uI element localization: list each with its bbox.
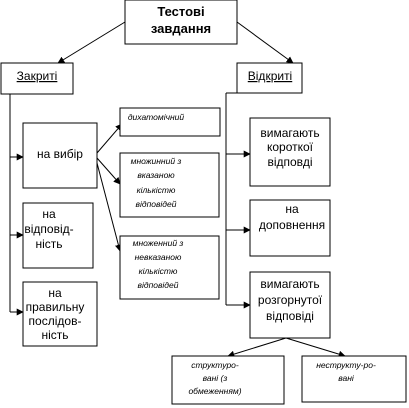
- choice-type-multiple-known-line-2: вказаною: [137, 170, 175, 180]
- open-node: Відкриті: [236, 62, 303, 94]
- closed-item-order: на правильну послідов- ність: [22, 281, 98, 347]
- open-item-extended-line-2: розгорнутої: [258, 293, 323, 307]
- closed-item-order-line-4: ність: [41, 328, 68, 342]
- open-item-extended-line-3: відповіді: [266, 309, 314, 323]
- title-line-1: Тестові: [157, 4, 204, 19]
- extended-type-unstructured-box: [301, 355, 407, 403]
- title-line-2: завдання: [151, 21, 211, 36]
- open-item-extended-box: [249, 271, 331, 339]
- choice-type-multiple-unknown-line-3: кількістю: [139, 266, 178, 276]
- closed-box: [0, 62, 74, 95]
- closed-item-order-box: [22, 281, 98, 347]
- open-item-short-line-2: короткої: [267, 140, 314, 154]
- extended-type-structured: структуро- вані (з обмеженням): [171, 355, 285, 405]
- open-item-short-line-1: вимагають: [260, 126, 319, 140]
- open-item-completion-box: [249, 199, 331, 257]
- extended-type-structured-line-2: вані (з: [203, 373, 228, 383]
- closed-label: Закриті: [17, 69, 58, 83]
- closed-item-choice: на вибір: [22, 122, 98, 189]
- closed-item-match-line-2: відповід-: [24, 222, 73, 236]
- choice-type-multiple-known-box: [119, 152, 220, 218]
- arrow-extended-structured: [227, 337, 287, 358]
- open-item-short: вимагають короткої відповді: [249, 117, 331, 187]
- connectors: [9, 21, 346, 358]
- open-item-extended-line-1: вимагають: [260, 277, 319, 291]
- choice-type-multiple-unknown: множенний з невказаною кількістю відпові…: [119, 235, 220, 300]
- open-item-completion-line-1: на: [285, 202, 299, 216]
- closed-item-choice-box: [22, 122, 98, 189]
- extended-type-unstructured-line-1: неструкту-ро-: [316, 360, 376, 370]
- open-item-completion: на доповнення: [249, 199, 331, 257]
- extended-type-unstructured-line-2: вані: [338, 373, 355, 383]
- closed-item-match-line-1: на: [42, 207, 56, 221]
- choice-type-multiple-unknown-line-4: відповідей: [138, 280, 179, 290]
- extended-type-structured-box: [171, 355, 285, 405]
- open-item-short-box: [249, 117, 331, 187]
- open-box: [236, 62, 303, 94]
- extended-type-structured-line-3: обмеженням): [188, 386, 241, 396]
- arrow-extended-unstructured: [285, 337, 346, 358]
- choice-type-dichotomous: дихатомічний: [119, 107, 221, 137]
- choice-type-multiple-unknown-line-1: множенний з: [133, 238, 184, 248]
- title-box: [124, 0, 238, 45]
- choice-type-multiple-unknown-line-2: невказаною: [135, 252, 182, 262]
- closed-node: Закриті: [0, 62, 74, 95]
- arrow-choice-multiple-known: [96, 157, 121, 185]
- arrow-title-to-closed: [57, 21, 126, 64]
- extended-type-unstructured: неструкту-ро- вані: [301, 355, 407, 403]
- choice-type-multiple-known-line-1: множинний з: [131, 156, 182, 166]
- choice-type-multiple-known-line-3: кількістю: [137, 185, 176, 195]
- closed-item-choice-line-1: на вибір: [37, 147, 83, 161]
- arrow-choice-multiple-unknown: [96, 162, 122, 252]
- closed-item-match-line-3: ність: [35, 237, 62, 251]
- closed-item-order-line-1: на: [48, 286, 62, 300]
- extended-type-structured-line-1: структуро-: [191, 360, 239, 370]
- open-item-extended: вимагають розгорнутої відповіді: [249, 271, 331, 339]
- choice-type-dichotomous-line-1: дихатомічний: [128, 112, 185, 122]
- arrow-choice-dichotomous: [96, 123, 123, 154]
- choice-type-dichotomous-box: [119, 107, 221, 137]
- arrow-title-to-open: [236, 21, 294, 64]
- title-node: Тестові завдання: [124, 0, 238, 45]
- choice-type-multiple-known-line-4: відповідей: [136, 199, 177, 209]
- closed-item-order-line-2: правильну: [26, 300, 85, 314]
- closed-item-order-line-3: послідов-: [29, 314, 82, 328]
- closed-item-match: на відповід- ність: [22, 202, 94, 269]
- choice-type-multiple-unknown-box: [119, 235, 220, 300]
- open-item-short-line-3: відповді: [267, 155, 312, 169]
- open-item-completion-line-2: доповнення: [259, 218, 325, 232]
- open-label: Відкриті: [248, 69, 292, 83]
- choice-type-multiple-known: множинний з вказаною кількістю відповіде…: [119, 152, 220, 218]
- closed-item-match-box: [22, 202, 94, 269]
